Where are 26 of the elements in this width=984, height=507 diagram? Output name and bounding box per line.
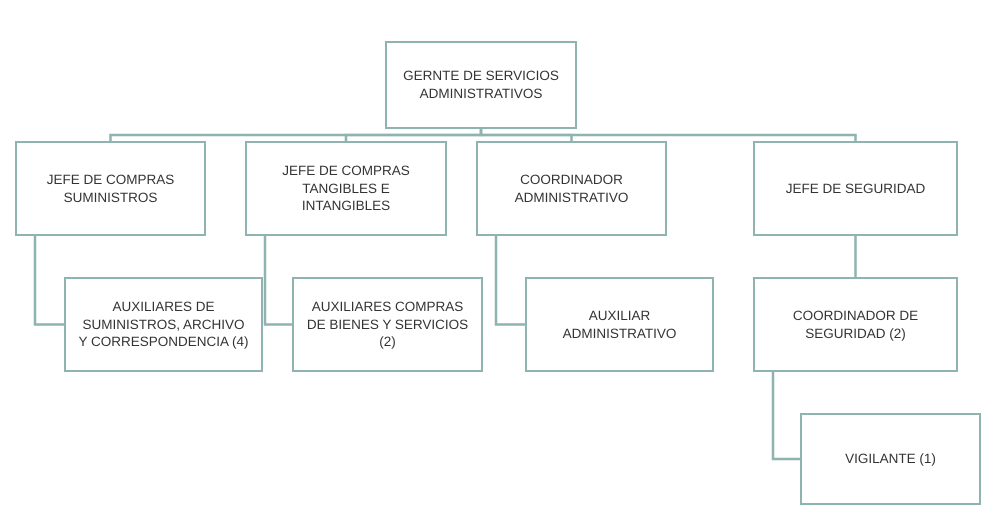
connector-line: [34, 236, 64, 326]
role-title: JEFE DE COMPRAS SUMINISTROS: [46, 170, 176, 206]
org-box: [292, 277, 483, 372]
org-box: [753, 277, 958, 372]
role-title: AUXILIAR ADMINISTRATIVO: [562, 306, 678, 342]
role-title: AUXILIARES COMPRAS DE BIENES Y SERVICIOS (2): [306, 298, 469, 351]
role-title: COORDINADOR DE SEGURIDAD (2): [792, 306, 920, 342]
role-title: GERNTE DE SERVICIOS ADMINISTRATIVOS: [402, 67, 560, 103]
role-title: AUXILIARES DE SUMINISTROS, ARCHIVO Y CORRESPONDENCIA (4): [78, 298, 249, 351]
role-title: COORDINADOR ADMINISTRATIVO: [514, 170, 630, 206]
org-box: [476, 141, 667, 236]
org-box: [64, 277, 263, 372]
connector-line: [264, 236, 292, 326]
org-box: [385, 41, 577, 129]
connector-line: [480, 129, 857, 141]
org-box: [800, 413, 981, 505]
org-box: [753, 141, 958, 236]
role-title: VIGILANTE (1): [845, 450, 936, 468]
org-box: [525, 277, 714, 372]
connector-line: [494, 236, 525, 326]
connector-line: [772, 372, 800, 460]
org-box: [15, 141, 206, 236]
role-title: JEFE DE COMPRAS TANGIBLES E INTANGIBLES: [281, 162, 411, 215]
connector-line: [854, 236, 857, 277]
role-title: JEFE DE SEGURIDAD: [786, 180, 926, 198]
org-box: [245, 141, 447, 236]
